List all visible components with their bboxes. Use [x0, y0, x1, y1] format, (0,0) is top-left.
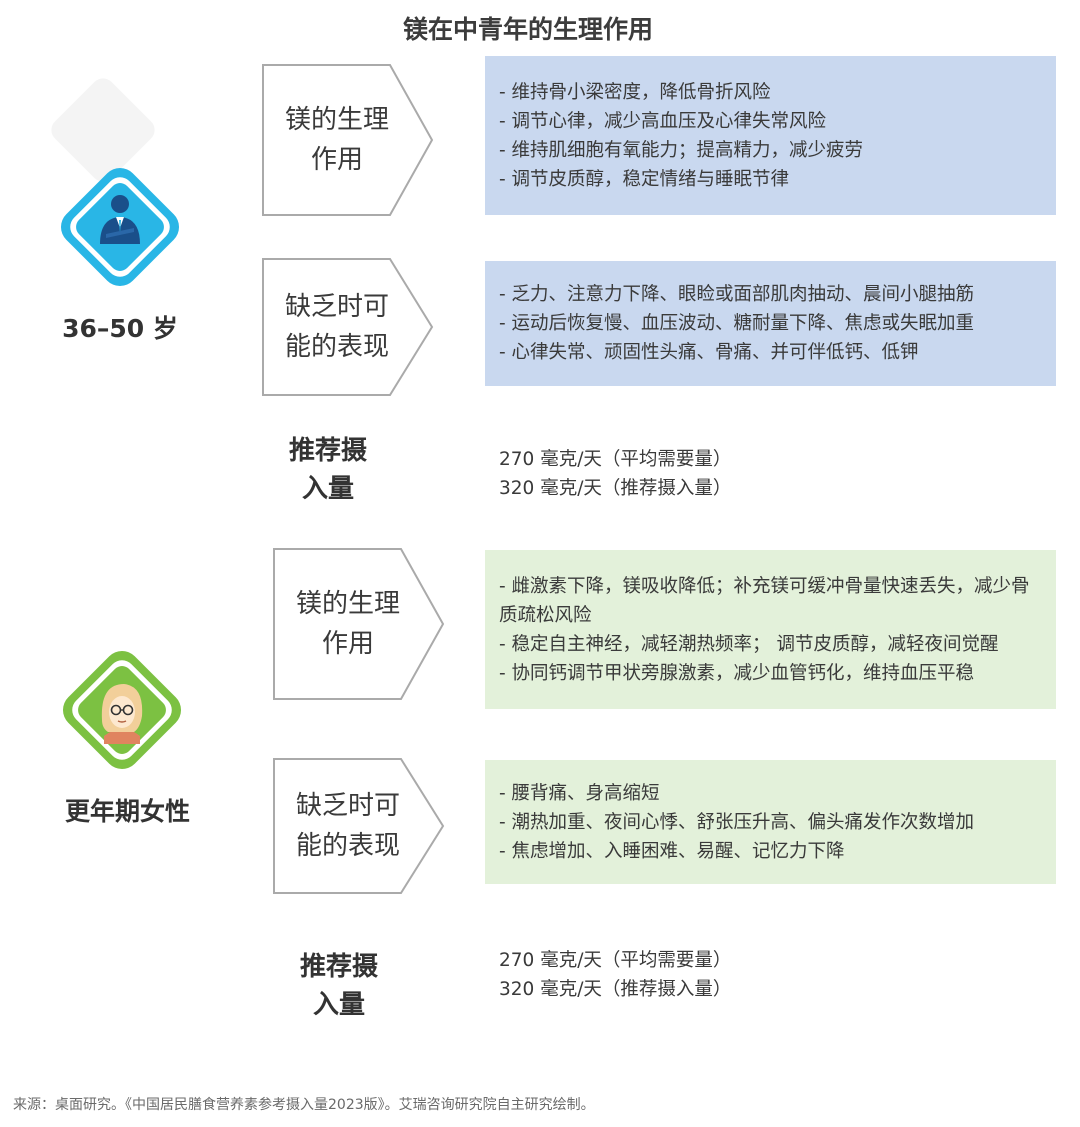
deficiency-label-line1: 缺乏时可 — [296, 786, 400, 826]
function-box-1: - 维持骨小梁密度，降低骨折风险 - 调节心律，减少高血压及心律失常风险 - 维… — [485, 56, 1056, 215]
deficiency-box-2: - 腰背痛、身高缩短 - 潮热加重、夜间心悸、舒张压升高、偏头痛发作次数增加 -… — [485, 760, 1056, 884]
intake-value: 320 毫克/天（推荐摄入量） — [499, 474, 731, 503]
deficiency-box-1: - 乏力、注意力下降、眼睑或面部肌肉抽动、晨间小腿抽筋 - 运动后恢复慢、血压波… — [485, 261, 1056, 386]
intake-value: 270 毫克/天（平均需要量） — [499, 946, 731, 975]
list-item: - 腰背痛、身高缩短 — [499, 779, 1046, 808]
man-in-suit-icon — [38, 68, 188, 298]
deficiency-arrow-2: 缺乏时可 能的表现 — [273, 758, 445, 894]
source-note: 来源：桌面研究。《中国居民膳食营养素参考摄入量2023版》。艾瑞咨询研究院自主研… — [13, 1094, 595, 1114]
list-item: - 调节心律，减少高血压及心律失常风险 — [499, 107, 1046, 136]
list-item: - 稳定自主神经，减轻潮热频率； 调节皮质醇，减轻夜间觉醒 — [499, 630, 1046, 659]
recommended-intake-label-1: 推荐摄 入量 — [273, 432, 383, 508]
deficiency-label-line1: 缺乏时可 — [285, 287, 389, 327]
function-arrow-2: 镁的生理 作用 — [273, 548, 445, 700]
intake-value: 320 毫克/天（推荐摄入量） — [499, 975, 731, 1004]
list-item: - 协同钙调节甲状旁腺激素，减少血管钙化，维持血压平稳 — [499, 659, 1046, 688]
function-label-line2: 作用 — [322, 624, 374, 664]
list-item: - 雌激素下降，镁吸收降低；补充镁可缓冲骨量快速丢失，减少骨质疏松风险 — [499, 572, 1046, 630]
deficiency-arrow-1: 缺乏时可 能的表现 — [262, 258, 434, 396]
woman-with-glasses-icon — [48, 636, 196, 784]
list-item: - 维持肌细胞有氧能力；提高精力，减少疲劳 — [499, 136, 1046, 165]
intake-value: 270 毫克/天（平均需要量） — [499, 445, 731, 474]
deficiency-label-line2: 能的表现 — [296, 826, 400, 866]
function-label-line2: 作用 — [311, 140, 363, 180]
list-item: - 潮热加重、夜间心悸、舒张压升高、偏头痛发作次数增加 — [499, 808, 1046, 837]
list-item: - 运动后恢复慢、血压波动、糖耐量下降、焦虑或失眠加重 — [499, 309, 1046, 338]
list-item: - 维持骨小梁密度，降低骨折风险 — [499, 78, 1046, 107]
list-item: - 乏力、注意力下降、眼睑或面部肌肉抽动、晨间小腿抽筋 — [499, 280, 1046, 309]
group-label-menopause: 更年期女性 — [45, 792, 210, 828]
recommended-intake-label-2: 推荐摄 入量 — [284, 948, 394, 1024]
function-box-2: - 雌激素下降，镁吸收降低；补充镁可缓冲骨量快速丢失，减少骨质疏松风险 - 稳定… — [485, 550, 1056, 709]
function-label-line1: 镁的生理 — [285, 100, 389, 140]
list-item: - 调节皮质醇，稳定情绪与睡眠节律 — [499, 165, 1046, 194]
recommended-intake-values-1: 270 毫克/天（平均需要量） 320 毫克/天（推荐摄入量） — [499, 445, 731, 503]
list-item: - 焦虑增加、入睡困难、易醒、记忆力下降 — [499, 837, 1046, 866]
list-item: - 心律失常、顽固性头痛、骨痛、并可伴低钙、低钾 — [499, 338, 1046, 367]
group-label-age: 36–50 岁 — [45, 309, 195, 345]
recommended-intake-values-2: 270 毫克/天（平均需要量） 320 毫克/天（推荐摄入量） — [499, 946, 731, 1004]
function-label-line1: 镁的生理 — [296, 584, 400, 624]
deficiency-label-line2: 能的表现 — [285, 327, 389, 367]
diagram-title: 镁在中青年的生理作用 — [0, 10, 1056, 46]
function-arrow-1: 镁的生理 作用 — [262, 64, 434, 216]
